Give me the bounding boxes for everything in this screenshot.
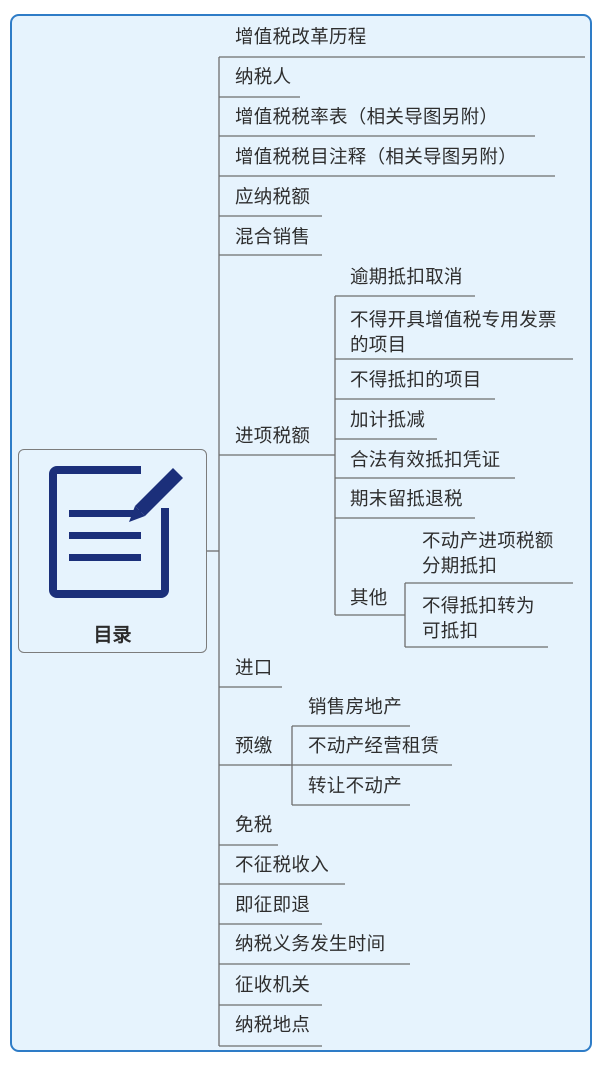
subtopic-node[interactable]: 不得抵扣的项目 (350, 370, 482, 391)
root-node[interactable]: 目录 (18, 449, 207, 653)
topic-node[interactable]: 不征税收入 (235, 855, 330, 876)
subtopic-node[interactable]: 合法有效抵扣凭证 (350, 450, 501, 471)
subtopic-node[interactable]: 逾期抵扣取消 (350, 267, 463, 288)
topic-node[interactable]: 免税 (235, 815, 273, 836)
subtopic-node[interactable]: 转让不动产 (308, 776, 403, 797)
subtopic-node[interactable]: 加计抵减 (350, 410, 426, 431)
topic-node[interactable]: 混合销售 (235, 227, 311, 248)
topic-node[interactable]: 即征即退 (235, 895, 311, 916)
topic-node[interactable]: 增值税税率表（相关导图另附） (235, 107, 499, 128)
topic-node[interactable]: 征收机关 (235, 975, 311, 996)
topic-node[interactable]: 进口 (235, 658, 273, 679)
subtopic-node[interactable]: 期末留抵退税 (350, 489, 463, 510)
root-label: 目录 (93, 624, 132, 646)
leaf-node[interactable]: 不得抵扣转为可抵扣 (422, 596, 535, 642)
leaf-node[interactable]: 不动产进项税额分期抵扣 (422, 531, 554, 577)
topic-node[interactable]: 纳税人 (235, 67, 292, 88)
topic-node[interactable]: 纳税义务发生时间 (235, 934, 386, 955)
topic-node[interactable]: 进项税额 (235, 426, 311, 447)
subtopic-node[interactable]: 不得开具增值税专用发票的项目 (350, 310, 557, 356)
subtopic-node[interactable]: 不动产经营租赁 (308, 736, 440, 757)
subtopic-node[interactable]: 其他 (350, 588, 388, 609)
topic-node[interactable]: 应纳税额 (235, 187, 311, 208)
topic-node[interactable]: 增值税改革历程 (235, 27, 367, 48)
notepad-pencil-icon (49, 464, 184, 598)
topic-node[interactable]: 增值税税目注释（相关导图另附） (235, 147, 518, 168)
topic-node[interactable]: 预缴 (235, 736, 273, 757)
topic-node[interactable]: 纳税地点 (235, 1015, 311, 1036)
subtopic-node[interactable]: 销售房地产 (308, 697, 403, 718)
